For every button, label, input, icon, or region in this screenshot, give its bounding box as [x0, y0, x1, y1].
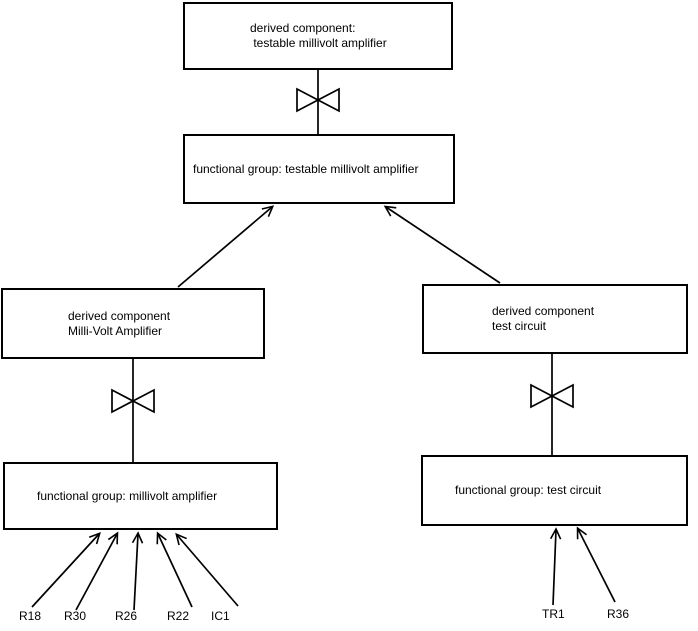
arrow-r22	[156, 531, 193, 608]
node-label-line: functional group: testable millivolt amp…	[193, 161, 419, 176]
node-label-line: derived component	[68, 308, 171, 323]
arrow-r36	[576, 526, 616, 603]
node-label-line: functional group: millivolt amplifier	[37, 488, 218, 503]
node-functional-group-test-circuit[interactable]: functional group: test circuit	[421, 455, 688, 526]
bowtie-icon-top-left-half	[296, 87, 320, 113]
component-label-r22[interactable]: R22	[167, 609, 190, 623]
arrow-r30	[75, 531, 119, 611]
node-label-line: Milli-Volt Amplifier	[68, 323, 163, 338]
bowtie-icon-left-right-half	[131, 388, 155, 414]
arrow-r18	[31, 531, 101, 608]
component-label-r26[interactable]: R26	[115, 609, 138, 623]
component-label-r18[interactable]: R18	[19, 609, 42, 623]
node-label-line: test circuit	[492, 319, 547, 333]
node-label-line: derived component	[492, 304, 595, 318]
arrow-right-derived-to-top-functional	[383, 205, 501, 284]
component-label-ic1[interactable]: IC1	[211, 609, 230, 623]
node-functional-group-testable-millivolt-amplifier[interactable]: functional group: testable millivolt amp…	[183, 134, 455, 204]
bowtie-icon-left-left-half	[111, 388, 135, 414]
node-label-line: derived component:	[250, 21, 356, 35]
arrow-r26	[131, 531, 144, 611]
node-label-line: testable millivolt amplifier	[250, 36, 387, 50]
node-derived-milli-volt-amplifier[interactable]: derived component Milli-Volt Amplifier	[1, 288, 265, 359]
node-functional-group-millivolt-amplifier[interactable]: functional group: millivolt amplifier	[3, 462, 278, 530]
node-derived-test-circuit[interactable]: derived component test circuit	[422, 284, 688, 354]
component-label-tr1[interactable]: TR1	[542, 607, 565, 621]
bowtie-icon-right-right-half	[550, 383, 574, 409]
node-label-line: functional group: test circuit	[455, 483, 602, 497]
node-derived-testable-millivolt-amplifier[interactable]: derived component: testable millivolt am…	[183, 2, 453, 70]
bowtie-icon-top-right-half	[316, 87, 340, 113]
arrow-left-derived-to-top-functional	[177, 205, 275, 288]
arrow-ic1	[175, 532, 239, 607]
component-label-r36[interactable]: R36	[607, 607, 630, 621]
component-label-r30[interactable]: R30	[64, 609, 87, 623]
bowtie-icon-right-left-half	[530, 383, 554, 409]
arrow-tr1	[549, 527, 562, 606]
